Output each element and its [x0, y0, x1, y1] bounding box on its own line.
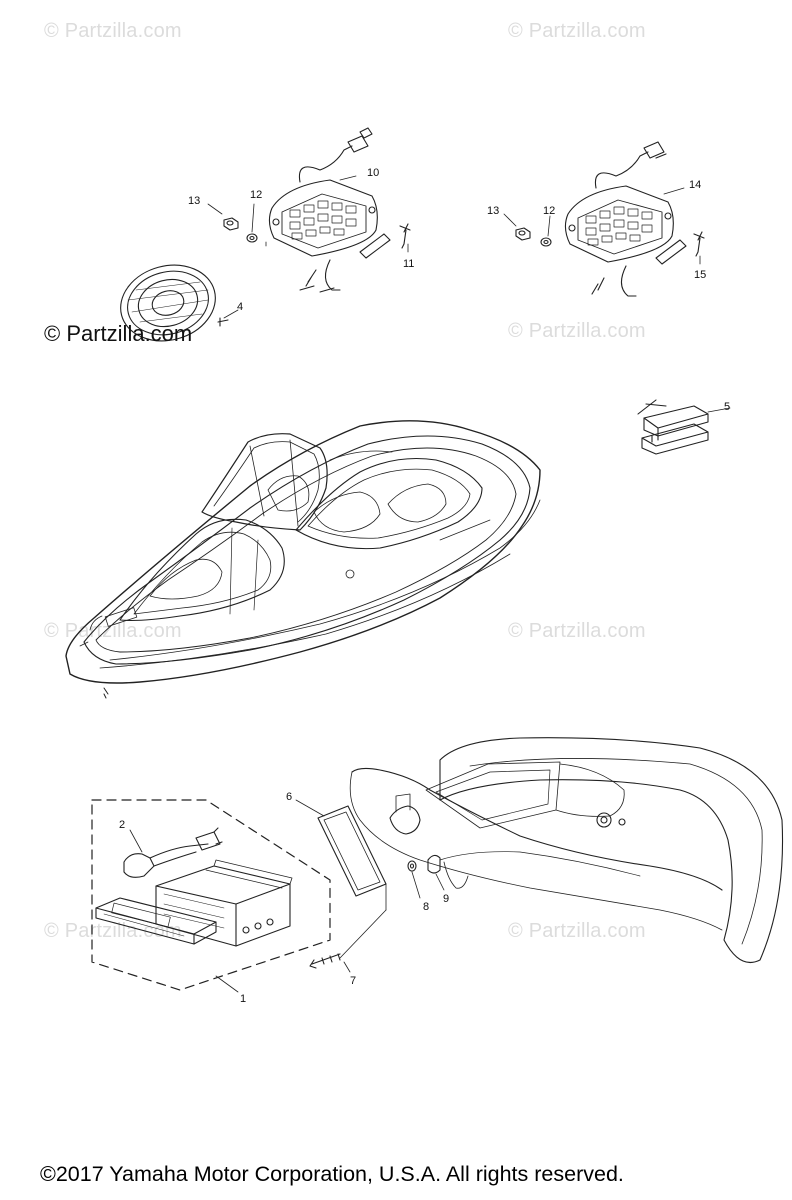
knob-part-8: [407, 860, 417, 872]
callout-7: 7: [350, 975, 356, 987]
callout-5: 5: [724, 401, 730, 413]
screw-11-left: [399, 223, 411, 249]
trim-frame-part-6: [317, 805, 387, 897]
callout-13: 13: [487, 205, 499, 217]
watermark: © Partzilla.com: [44, 620, 182, 642]
callout-11: 11: [403, 258, 414, 270]
bracket-part-5: [637, 399, 731, 455]
watermark: © Partzilla.com: [508, 320, 646, 342]
leader-lines-top-right: [503, 187, 701, 265]
callout-14: 14: [689, 179, 701, 191]
watermark: © Partzilla.com: [508, 920, 646, 942]
callout-1: 1: [240, 993, 246, 1005]
switch-panel-right: [564, 141, 687, 297]
nut-13-left: [223, 217, 239, 231]
washer-12-left: [246, 233, 258, 243]
callout-8: 8: [423, 901, 429, 913]
watermark: © Partzilla.com: [508, 20, 646, 42]
callout-4: 4: [237, 301, 243, 313]
callout-12: 12: [250, 189, 262, 201]
screw-part-7: [309, 953, 341, 969]
dashboard-illustration: [349, 737, 784, 964]
callout-2: 2: [119, 819, 125, 831]
watermark: © Partzilla.com: [508, 620, 646, 642]
washer-12-right: [540, 237, 552, 247]
switch-panel-left: [268, 127, 391, 293]
callout-15: 15: [694, 269, 706, 281]
copyright-text: ©2017 Yamaha Motor Corporation, U.S.A. A…: [40, 1162, 624, 1186]
watermark-dark: © Partzilla.com: [44, 321, 193, 346]
speaker-part: [120, 264, 229, 342]
callout-9: 9: [443, 893, 449, 905]
leader-line: [223, 309, 239, 319]
leader-lines-bottom: [129, 799, 445, 993]
callout-13: 13: [188, 195, 200, 207]
callout-6: 6: [286, 791, 292, 803]
knob-part-9: [427, 854, 441, 874]
radio-faceplate: [95, 897, 217, 945]
radio-chassis: [155, 859, 293, 947]
watermark: © Partzilla.com: [44, 920, 182, 942]
watermark: © Partzilla.com: [44, 20, 182, 42]
radio-kit-outline: [91, 799, 331, 991]
callout-10: 10: [367, 167, 379, 179]
leader-lines-top-left: [207, 175, 409, 253]
screw-15-right: [693, 231, 705, 257]
nut-13-right: [515, 227, 531, 241]
harness-part-2: [123, 827, 223, 878]
boat-illustration: [65, 420, 541, 699]
callout-12: 12: [543, 205, 555, 217]
